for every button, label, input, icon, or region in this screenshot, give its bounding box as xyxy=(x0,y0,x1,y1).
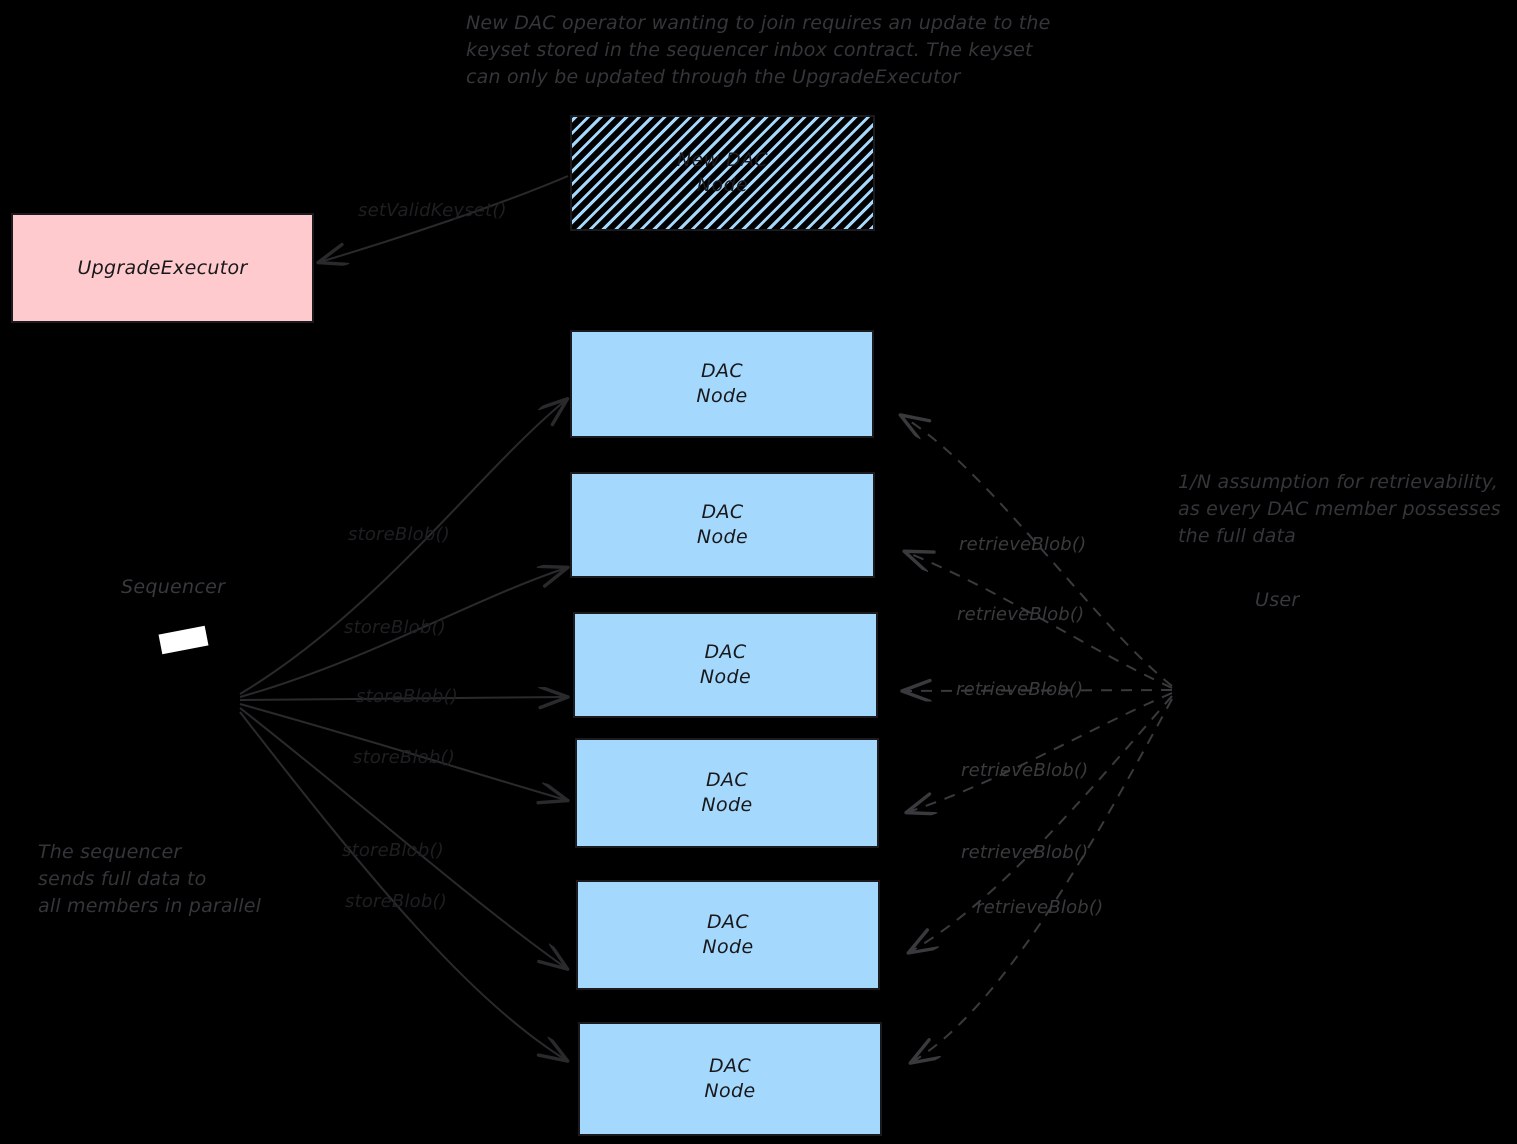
dac-node-3-line-1: DAC xyxy=(704,640,747,663)
edge-label-store-blob-4: storeBlob() xyxy=(353,747,455,768)
user-label: User xyxy=(1255,589,1300,611)
edge-label-retrieve-blob-4: retrieveBlob() xyxy=(961,760,1089,781)
annotation-right-line-2: as every DAC member possesses xyxy=(1178,497,1501,520)
edge-label-retrieve-blob-6: retrieveBlob() xyxy=(976,897,1104,918)
annotation-top-line-3: can only be updated through the UpgradeE… xyxy=(466,65,961,88)
annotation-top: New DAC operator wanting to join require… xyxy=(466,10,1051,91)
annotation-bottom-left: The sequencer sends full data to all mem… xyxy=(38,839,261,920)
dac-node-2-line-2: Node xyxy=(696,526,749,548)
edge-label-store-blob-1: storeBlob() xyxy=(348,524,450,545)
dac-node-5-line-2: Node xyxy=(702,936,754,958)
edge-label-set-valid-keyset: setValidKeyset() xyxy=(358,200,507,221)
edge-label-retrieve-blob-1: retrieveBlob() xyxy=(959,534,1087,555)
dac-node-4-line-1: DAC xyxy=(705,768,749,791)
edge-label-retrieve-blob-2: retrieveBlob() xyxy=(957,604,1085,625)
annotation-top-line-2: keyset stored in the sequencer inbox con… xyxy=(466,38,1033,61)
dac-node-2-line-1: DAC xyxy=(701,500,744,523)
edge-label-store-blob-3: storeBlob() xyxy=(356,686,458,707)
dac-node-5[interactable]: DAC Node xyxy=(576,880,880,990)
dac-node-2[interactable]: DAC Node xyxy=(570,472,875,578)
edge-label-store-blob-5: storeBlob() xyxy=(342,840,444,861)
dac-node-3-line-2: Node xyxy=(699,666,752,688)
edge-store-blob-1 xyxy=(239,400,566,695)
annotation-bottom-left-line-2: sends full data to xyxy=(38,867,207,890)
dac-node-1-line-2: Node xyxy=(696,385,748,407)
sequencer-label: Sequencer xyxy=(121,576,226,598)
annotation-right-line-3: the full data xyxy=(1178,524,1296,547)
annotation-right: 1/N assumption for retrievability, as ev… xyxy=(1178,469,1501,550)
annotation-bottom-left-line-3: all members in parallel xyxy=(38,894,262,917)
edge-label-store-blob-6: storeBlob() xyxy=(345,891,447,912)
upgrade-executor-box[interactable]: UpgradeExecutor xyxy=(11,213,314,323)
edge-retrieve-blob-6 xyxy=(912,698,1173,1062)
new-dac-node-line-1: New DAC xyxy=(676,148,769,171)
dac-node-6-line-1: DAC xyxy=(708,1054,752,1077)
annotation-bottom-left-line-1: The sequencer xyxy=(38,841,182,863)
edge-label-retrieve-blob-5: retrieveBlob() xyxy=(961,842,1089,863)
new-dac-node-line-2: Node xyxy=(696,174,749,196)
new-dac-node-box[interactable]: New DAC Node xyxy=(570,115,875,231)
dac-node-5-line-1: DAC xyxy=(706,910,750,933)
edge-label-store-blob-2: storeBlob() xyxy=(344,617,446,638)
edge-retrieve-blob-4 xyxy=(908,692,1173,812)
dac-node-6[interactable]: DAC Node xyxy=(578,1022,882,1136)
sequencer-icon xyxy=(158,625,209,655)
edge-label-retrieve-blob-3: retrieveBlob() xyxy=(956,679,1084,700)
dac-node-6-line-2: Node xyxy=(704,1080,756,1102)
dac-node-1-line-1: DAC xyxy=(700,359,744,382)
dac-node-4-line-2: Node xyxy=(701,794,753,816)
upgrade-executor-label: UpgradeExecutor xyxy=(77,257,248,279)
annotation-right-line-1: 1/N assumption for retrievability, xyxy=(1178,471,1498,493)
annotation-top-line-1: New DAC operator wanting to join require… xyxy=(466,12,1051,34)
dac-node-4[interactable]: DAC Node xyxy=(575,738,879,848)
dac-node-3[interactable]: DAC Node xyxy=(573,612,878,718)
dac-node-1[interactable]: DAC Node xyxy=(570,330,874,438)
